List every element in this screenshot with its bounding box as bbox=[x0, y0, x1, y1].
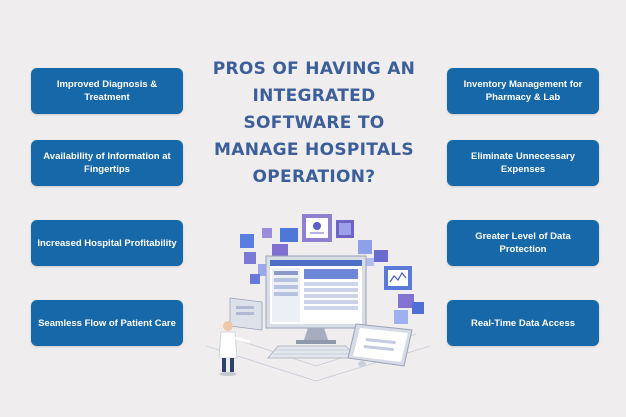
benefit-eliminate-expenses: Eliminate Unnecessary Expenses bbox=[447, 140, 599, 186]
title-line: INTEGRATED bbox=[252, 86, 376, 106]
title-line: SOFTWARE TO bbox=[243, 113, 385, 133]
side-screen bbox=[229, 297, 263, 331]
monitor bbox=[265, 255, 367, 344]
title-line: OPERATION? bbox=[252, 167, 376, 187]
benefit-hospital-profitability: Increased Hospital Profitability bbox=[31, 220, 183, 266]
page-title: PROS OF HAVING AN INTEGRATED SOFTWARE TO… bbox=[196, 56, 432, 191]
title-line: PROS OF HAVING AN bbox=[212, 59, 416, 79]
benefit-inventory-management: Inventory Management for Pharmacy & Lab bbox=[447, 68, 599, 114]
benefit-realtime-data: Real-Time Data Access bbox=[447, 300, 599, 346]
title-line: MANAGE HOSPITALS bbox=[214, 140, 414, 160]
mouse bbox=[358, 361, 366, 367]
floating-cards bbox=[240, 214, 424, 324]
benefit-patient-care-flow: Seamless Flow of Patient Care bbox=[31, 300, 183, 346]
computer-illustration bbox=[206, 214, 430, 382]
benefit-data-protection: Greater Level of Data Protection bbox=[447, 220, 599, 266]
benefit-improved-diagnosis: Improved Diagnosis & Treatment bbox=[31, 68, 183, 114]
benefit-information-availability: Availability of Information at Fingertip… bbox=[31, 140, 183, 186]
doctor-figure bbox=[218, 321, 251, 376]
tablet bbox=[347, 323, 413, 367]
keyboard bbox=[267, 345, 357, 359]
